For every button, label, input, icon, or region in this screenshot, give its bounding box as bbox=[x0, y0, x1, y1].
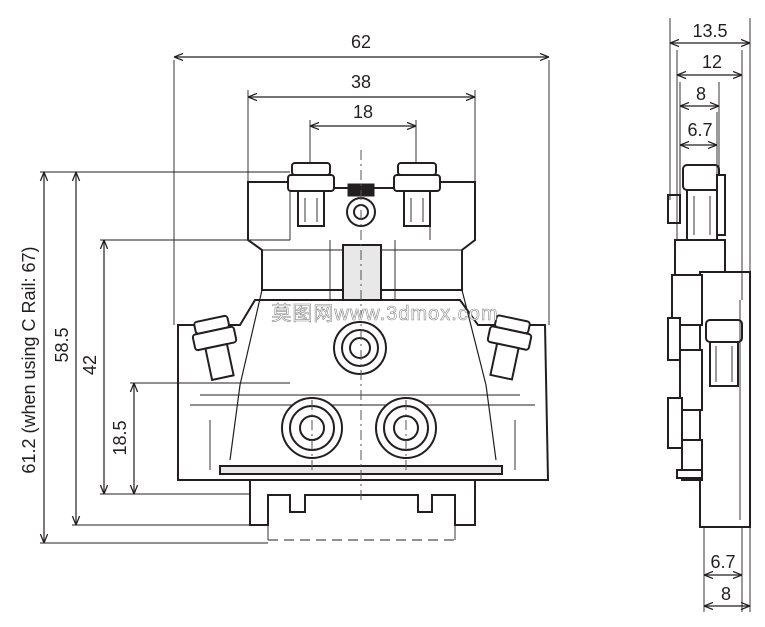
dim-13-5: 13.5 bbox=[692, 21, 727, 41]
dim-61-2: 61.2 (when using C Rail: 67) bbox=[19, 246, 39, 473]
watermark: 莫图网www.3dmox.com bbox=[271, 302, 498, 325]
dim-8-top: 8 bbox=[696, 84, 706, 104]
side-dimensions: 13.5 12 8 6.7 6.7 8 bbox=[669, 18, 751, 612]
lower-right-screw bbox=[486, 314, 533, 381]
lower-left-screw bbox=[191, 314, 238, 382]
upper-right-screw bbox=[393, 162, 441, 227]
dim-58-5: 58.5 bbox=[52, 327, 72, 362]
dim-12: 12 bbox=[702, 52, 722, 72]
front-view bbox=[177, 150, 550, 541]
dim-62: 62 bbox=[351, 32, 371, 52]
side-view bbox=[667, 164, 751, 528]
dim-8-bottom: 8 bbox=[721, 584, 731, 604]
dim-18: 18 bbox=[353, 102, 373, 122]
upper-left-screw bbox=[287, 162, 335, 227]
dim-6-7-bottom: 6.7 bbox=[710, 552, 735, 572]
front-dimensions: 62 38 18 61.2 (when using C Rail: 67) 58… bbox=[19, 32, 550, 544]
rail-clip bbox=[249, 479, 476, 526]
dim-42: 42 bbox=[80, 355, 100, 375]
dim-18-5: 18.5 bbox=[110, 420, 130, 455]
dim-6-7-top: 6.7 bbox=[687, 120, 712, 140]
dim-38: 38 bbox=[351, 72, 371, 92]
